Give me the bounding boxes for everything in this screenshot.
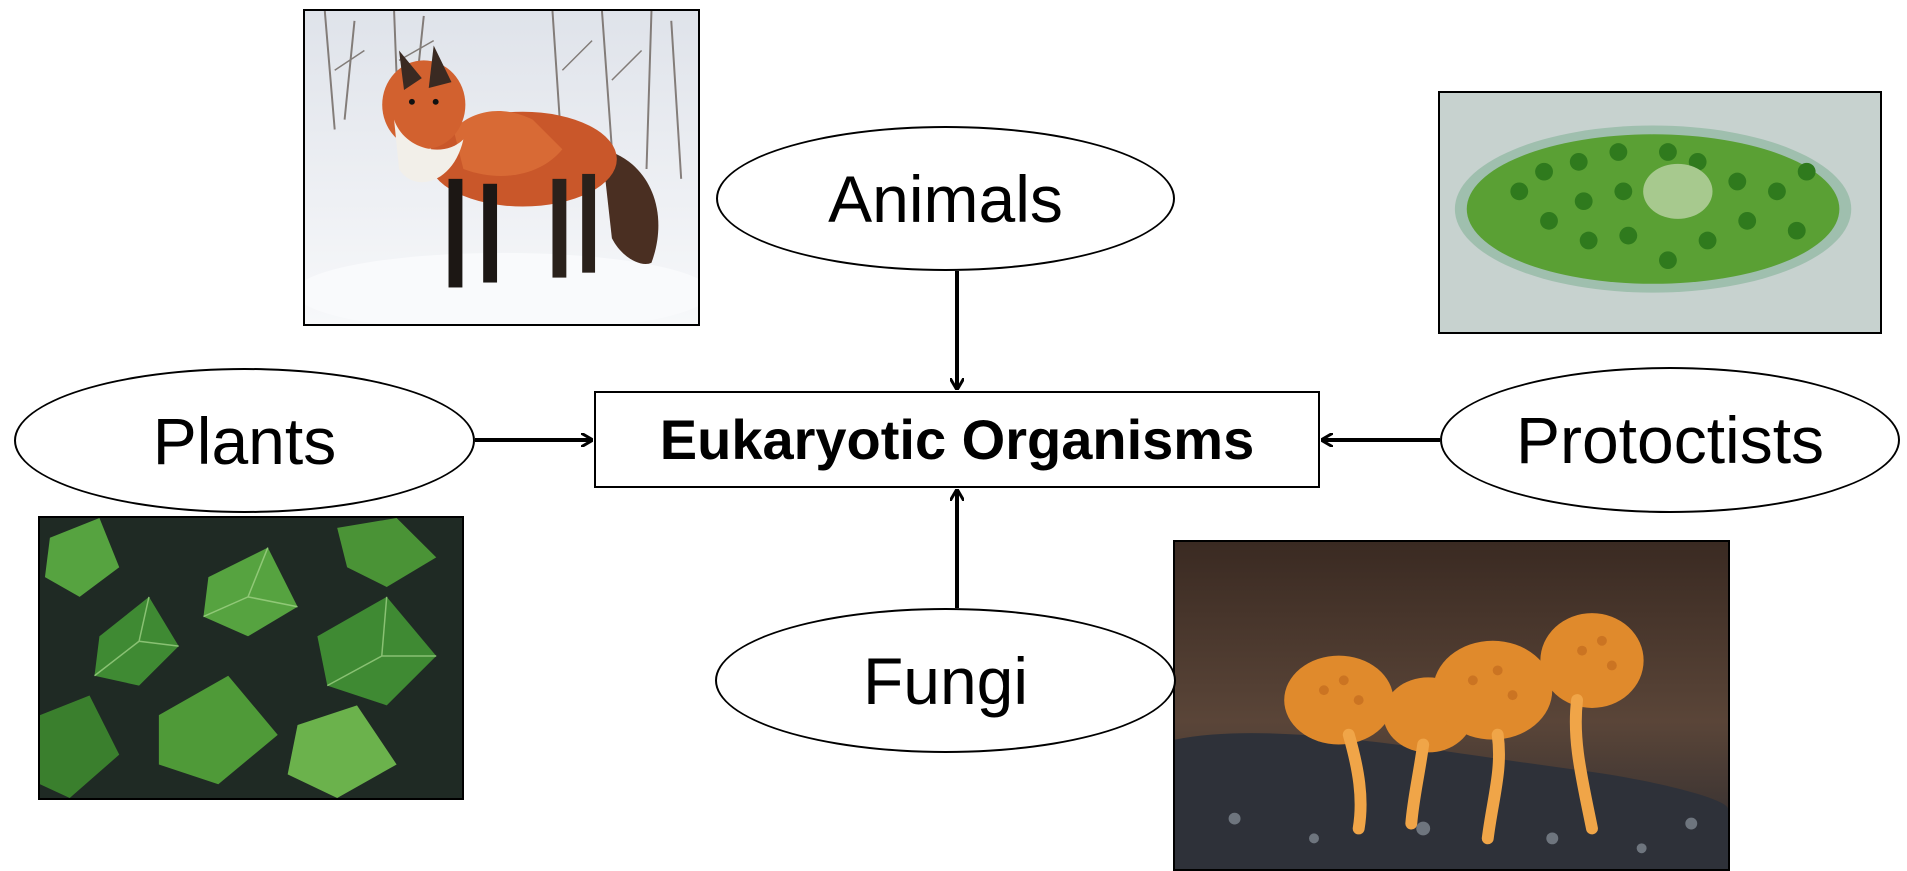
plant-photo [38, 516, 464, 800]
center-node-eukaryotic-organisms: Eukaryotic Organisms [594, 391, 1320, 488]
node-protoctists: Protoctists [1440, 367, 1900, 513]
fungi-photo [1173, 540, 1730, 871]
node-animals-label: Animals [828, 161, 1063, 237]
node-animals: Animals [716, 126, 1175, 271]
node-fungi-label: Fungi [863, 643, 1028, 719]
node-plants-label: Plants [153, 403, 336, 479]
node-fungi: Fungi [715, 608, 1176, 753]
node-plants: Plants [14, 368, 475, 513]
fox-photo [303, 9, 700, 326]
center-node-label: Eukaryotic Organisms [660, 407, 1254, 472]
protoctist-photo [1438, 91, 1882, 334]
node-protoctists-label: Protoctists [1516, 402, 1824, 478]
